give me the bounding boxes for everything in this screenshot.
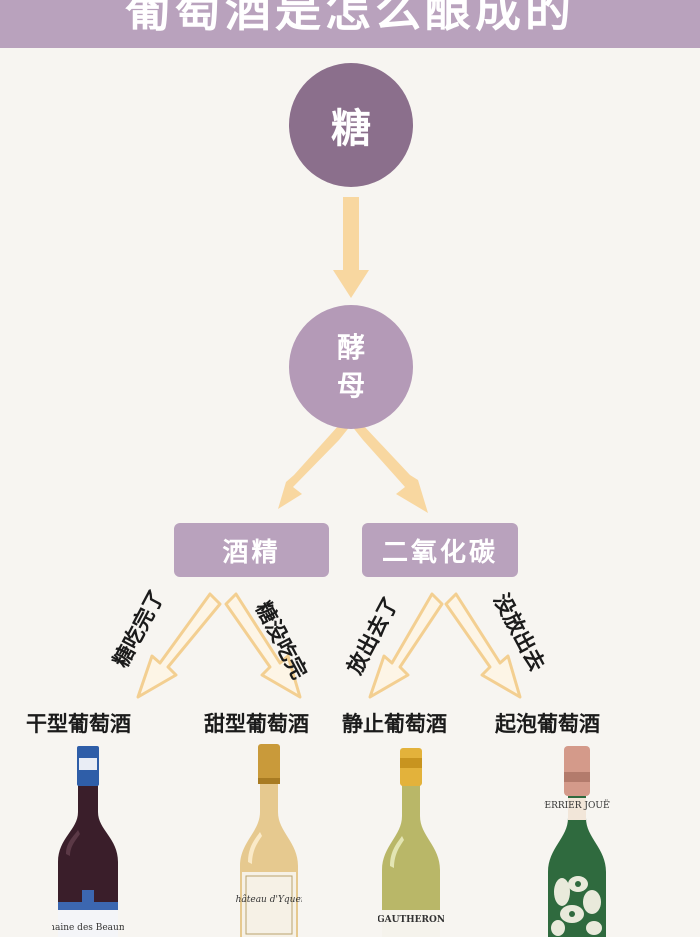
wine-type-sweet: 甜型葡萄酒: [204, 712, 309, 736]
bottle-label-sweet: Château d'Yquem: [236, 894, 302, 905]
yeast-label-line2: 母: [336, 369, 365, 402]
yeast-label-line1: 酵: [336, 331, 365, 364]
title-banner: 葡萄酒是怎么酿成的: [0, 0, 700, 48]
yeast-node: 酵 母: [289, 305, 413, 429]
arrow-sugar-to-yeast: [333, 197, 369, 298]
bottle-label-still: GAUTHERON: [378, 915, 444, 925]
wine-type-still: 静止葡萄酒: [342, 712, 447, 736]
arrow-to-still: [368, 592, 444, 699]
wine-type-sparkling: 起泡葡萄酒: [495, 712, 600, 736]
alcohol-node: 酒精: [174, 523, 329, 577]
arrow-to-sweet: [224, 592, 302, 699]
co2-node: 二氧化碳: [362, 523, 518, 577]
sugar-node: 糖: [289, 63, 413, 187]
co2-label: 二氧化碳: [381, 537, 498, 568]
page-title: 葡萄酒是怎么酿成的: [125, 0, 575, 37]
sugar-label: 糖: [331, 106, 371, 152]
bottle-dry-red: Domaine des Beaumont: [52, 746, 124, 937]
alcohol-label: 酒精: [222, 537, 281, 568]
arrow-yeast-to-co2: [351, 425, 428, 513]
bottle-still-white: GAUTHERON: [378, 748, 444, 937]
bottle-sparkling: PERRIER JOUËT: [544, 746, 610, 937]
bottle-label-sparkling: PERRIER JOUËT: [544, 799, 610, 811]
bottle-label-dry: Domaine des Beaumont: [52, 923, 124, 933]
arrow-to-sparkling: [444, 592, 522, 699]
arrow-to-dry: [136, 592, 222, 699]
arrow-yeast-to-alcohol: [278, 425, 351, 509]
wine-type-dry: 干型葡萄酒: [26, 712, 131, 736]
bottle-sweet-white: Château d'Yquem: [236, 744, 302, 937]
